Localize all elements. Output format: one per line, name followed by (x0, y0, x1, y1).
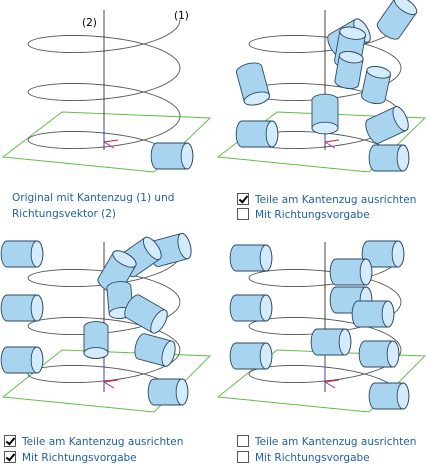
cylinder-part (229, 342, 273, 370)
cylinder-part (83, 321, 109, 359)
helix-drawing-aligned-direction (0, 233, 212, 413)
cylinder-cap (265, 120, 279, 148)
helix-drawing-original (1, 10, 212, 173)
label-edge-chain: (1) (174, 10, 189, 22)
cylinder-part (229, 244, 273, 272)
cylinder-part (361, 65, 391, 105)
axis-x (103, 379, 119, 383)
edge-chain-helix (248, 253, 402, 399)
axis-y (103, 381, 115, 389)
cylinder-part (361, 240, 405, 268)
checkbox-align-to-edge[interactable] (4, 435, 16, 447)
cylinder-part (229, 294, 273, 322)
cylinder-cap (259, 244, 273, 272)
option-label: Teile am Kantenzug ausrichten (255, 436, 417, 448)
cylinder-part (376, 0, 418, 40)
cylinder-cap (142, 236, 162, 261)
cylinder-cap (30, 294, 44, 322)
cylinder-cap (338, 51, 364, 64)
cylinder-part (351, 300, 395, 328)
edge-chain-helix (27, 19, 181, 165)
cylinder-cap (30, 240, 44, 268)
checkbox-align-to-edge[interactable] (237, 435, 249, 447)
option-direction[interactable]: Mit Richtungsvorgabe (237, 451, 370, 466)
caption-line-1: Original mit Kantenzug (1) und (12, 192, 175, 204)
cylinder-part (124, 294, 168, 334)
option-label: Teile am Kantenzug ausrichten (22, 436, 184, 448)
option-direction[interactable]: Mit Richtungsvorgabe (4, 451, 137, 466)
cylinder-part (0, 346, 44, 374)
cylinder-part (329, 258, 373, 286)
cylinder-cap (366, 65, 391, 79)
checkbox-direction[interactable] (4, 451, 16, 463)
checkbox-direction[interactable] (237, 208, 249, 220)
checkbox-align-to-edge[interactable] (237, 193, 249, 205)
panel-aligned-only: Teile am Kantenzug ausrichten Mit Richtu… (215, 0, 430, 232)
cylinder-part (0, 240, 44, 268)
axis-y (324, 381, 336, 389)
cylinder-cap (311, 121, 339, 135)
helix-drawing-aligned (216, 0, 427, 173)
axis-y (324, 141, 336, 149)
cylinder-cap (150, 309, 168, 334)
panel-aligned-with-direction: Teile am Kantenzug ausrichten Mit Richtu… (0, 232, 215, 465)
option-direction[interactable]: Mit Richtungsvorgabe (237, 208, 370, 223)
cylinder-cap (259, 294, 273, 322)
cylinder-part (97, 250, 137, 294)
cylinder-part (310, 328, 352, 356)
axis-x (324, 379, 340, 383)
cylinder-part (235, 120, 279, 148)
option-label: Teile am Kantenzug ausrichten (255, 194, 417, 206)
cylinder-part (0, 294, 44, 322)
caption-line-2: Richtungsvektor (2) (12, 208, 117, 220)
helix-drawing-plain (216, 240, 427, 413)
cylinder-cap (112, 250, 137, 268)
cylinder-cap (392, 106, 409, 132)
cylinder-part (365, 106, 409, 144)
cylinder-cap (396, 382, 410, 410)
cylinder-part (147, 378, 189, 406)
panel-no-option: Teile am Kantenzug ausrichten Mit Richtu… (215, 232, 430, 465)
cylinder-part (311, 93, 339, 135)
caption-original: Original mit Kantenzug (1) und Richtungs… (12, 190, 174, 222)
cylinder-cap (177, 233, 192, 260)
cylinder-cap (243, 91, 270, 106)
cylinder-part (368, 382, 410, 410)
option-align-to-edge[interactable]: Teile am Kantenzug ausrichten (237, 435, 416, 450)
cylinder-cap (339, 26, 366, 40)
cylinder-part (236, 62, 270, 106)
cylinder-part (150, 142, 194, 170)
axis-y (103, 141, 115, 149)
cylinder-cap (175, 378, 189, 406)
option-align-to-edge[interactable]: Teile am Kantenzug ausrichten (237, 193, 416, 208)
option-label: Mit Richtungsvorgabe (22, 452, 137, 464)
panel-original: (1) (2) Original mit Kantenzug (1) und R… (0, 0, 215, 232)
cylinder-cap (30, 346, 44, 374)
axis-x (103, 139, 119, 143)
checkbox-direction[interactable] (237, 451, 249, 463)
axis-x (324, 139, 340, 143)
cylinder-cap (393, 0, 418, 16)
cylinder-cap (391, 240, 405, 268)
option-align-to-edge[interactable]: Teile am Kantenzug ausrichten (4, 435, 183, 450)
option-label: Mit Richtungsvorgabe (255, 452, 370, 464)
cylinder-cap (396, 144, 410, 172)
label-direction-vector: (2) (82, 17, 97, 29)
cylinder-cap (161, 340, 176, 367)
cylinder-part (358, 340, 400, 368)
cylinder-cap (359, 258, 373, 286)
option-label: Mit Richtungsvorgabe (255, 209, 370, 221)
cylinder-cap (83, 347, 109, 359)
cylinder-cap (386, 340, 400, 368)
cylinder-cap (180, 142, 194, 170)
cylinder-cap (381, 300, 395, 328)
work-plane (1, 111, 212, 173)
cylinder-part (368, 144, 410, 172)
cylinder-part (334, 51, 364, 89)
cylinder-part (134, 333, 176, 367)
edge-chain-helix (27, 253, 181, 399)
cylinder-cap (259, 342, 273, 370)
cylinder-cap (338, 328, 352, 356)
